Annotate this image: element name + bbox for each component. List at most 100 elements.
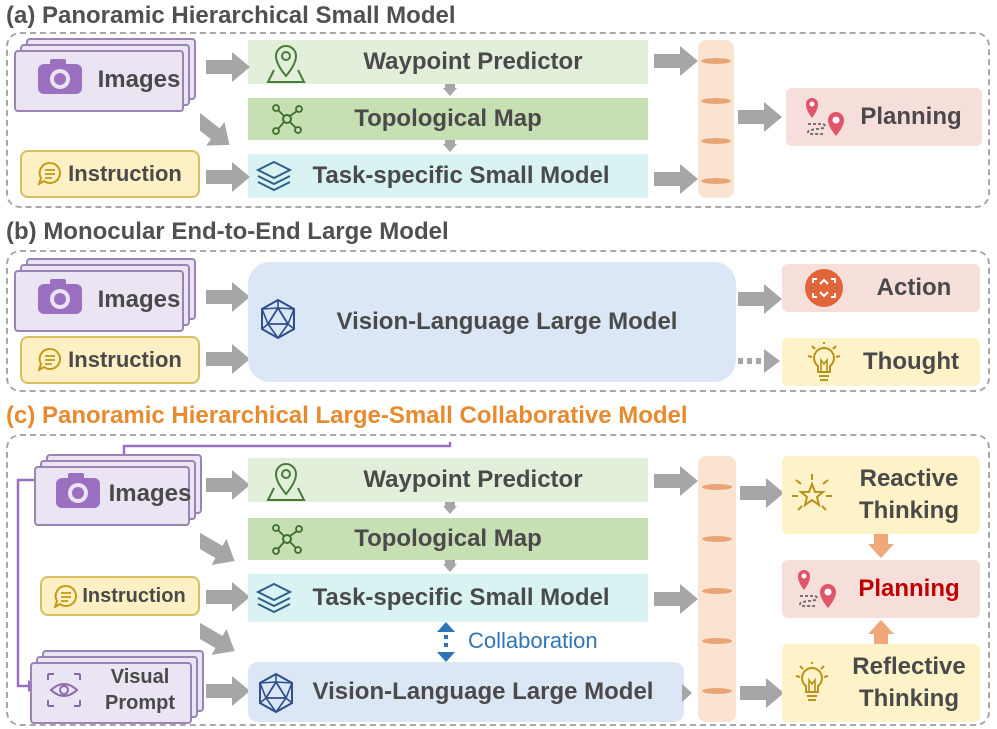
network-icon: [272, 104, 303, 135]
arrow-right: [206, 282, 250, 312]
images-label-c: Images: [108, 480, 192, 507]
arrow-right: [740, 478, 784, 508]
arrow-right: [738, 284, 782, 314]
task-small-model-c: Task-specific Small Model: [248, 574, 648, 622]
vlm-label-c: Vision-Language Large Model: [312, 678, 654, 705]
waypoint-predictor-a: Waypoint Predictor: [248, 40, 648, 84]
arrow-diagonal: [200, 526, 243, 572]
task-label-a: Task-specific Small Model: [312, 162, 610, 189]
arrow-dotted-right: [738, 349, 780, 373]
reflective-line1: Reflective: [852, 653, 966, 680]
arrow-right: [654, 46, 698, 76]
reactive-line1: Reactive: [859, 465, 959, 492]
camera-icon: [38, 59, 82, 94]
polyhedron-icon: [259, 673, 293, 713]
arrow-up: [868, 620, 894, 644]
reflective-thinking-box: Reflective Thinking: [782, 644, 980, 722]
arrow-right: [206, 582, 250, 612]
chat-icon: [54, 584, 78, 608]
section-a-panel: [6, 32, 990, 208]
chat-icon: [38, 161, 62, 185]
images-stack-b: Images: [14, 258, 196, 332]
task-label-c: Task-specific Small Model: [312, 584, 610, 611]
reactive-line2: Thinking: [859, 497, 959, 524]
thought-box-b: Thought: [782, 338, 980, 386]
arrow-right-small: [682, 684, 692, 702]
camera-icon: [56, 473, 100, 508]
visual-prompt-line1: Visual: [110, 666, 170, 688]
section-b-panel: [6, 250, 990, 392]
instruction-box-c: Instruction: [40, 576, 200, 616]
instruction-label-a: Instruction: [68, 161, 182, 186]
lightbulb-icon: [807, 342, 841, 381]
reflective-line2: Thinking: [859, 685, 959, 712]
arrow-right: [206, 344, 250, 374]
token-column-c: [698, 456, 736, 722]
token-column-a: [698, 40, 734, 198]
vlm-box-c: Vision-Language Large Model: [248, 662, 684, 722]
topological-map-a: Topological Map: [248, 98, 648, 140]
section-a-title: (a) Panoramic Hierarchical Small Model: [6, 2, 456, 29]
layers-icon: [257, 161, 291, 191]
instruction-box-b: Instruction: [20, 336, 200, 384]
arrow-right: [206, 676, 250, 706]
vlm-label-b: Vision-Language Large Model: [336, 308, 678, 335]
camera-icon: [38, 279, 82, 314]
arrow-right: [654, 466, 698, 496]
planning-box-c: Planning: [782, 560, 980, 618]
map-pin-icon: [267, 45, 305, 83]
layers-icon: [257, 583, 291, 613]
waypoint-predictor-c: Waypoint Predictor: [248, 458, 648, 502]
arrow-right: [740, 678, 784, 708]
images-label-b: Images: [97, 286, 181, 313]
planning-label-a: Planning: [860, 103, 962, 130]
images-label-a: Images: [97, 66, 181, 93]
planning-label-c: Planning: [858, 575, 960, 602]
instruction-label-b: Instruction: [68, 347, 182, 372]
vlm-box-b: Vision-Language Large Model: [248, 262, 736, 382]
polyhedron-icon: [261, 299, 295, 339]
network-icon: [272, 524, 303, 555]
arrow-right: [206, 162, 250, 192]
down-arrow: [443, 502, 457, 514]
down-arrow: [443, 140, 457, 152]
action-label-b: Action: [876, 274, 952, 301]
task-small-model-a: Task-specific Small Model: [248, 154, 648, 198]
visual-prompt-stack: Visual Prompt: [30, 650, 204, 724]
action-icon: [804, 268, 844, 308]
reactive-thinking-box: Reactive Thinking: [782, 456, 980, 534]
arrow-right: [654, 584, 698, 614]
star-burst-icon: [792, 474, 832, 511]
arrow-right: [206, 470, 250, 500]
images-stack-c: Images: [34, 454, 202, 526]
planning-box-a: Planning: [786, 88, 982, 146]
topo-label-a: Topological Map: [354, 105, 542, 132]
action-box-b: Action: [782, 264, 980, 312]
thought-label-b: Thought: [863, 348, 959, 375]
lightbulb-icon: [795, 662, 829, 701]
instruction-label-c: Instruction: [82, 584, 186, 607]
section-b-title: (b) Monocular End-to-End Large Model: [6, 218, 449, 245]
arrow-diagonal: [200, 616, 243, 662]
images-stack-a: Images: [14, 38, 196, 112]
arrow-diagonal: [200, 106, 239, 152]
arrow-down: [868, 534, 894, 558]
collaboration-label: Collaboration: [468, 628, 598, 653]
route-icon: [797, 569, 837, 609]
topological-map-c: Topological Map: [248, 518, 648, 560]
map-pin-icon: [267, 463, 305, 501]
route-icon: [805, 97, 845, 137]
down-arrow: [443, 84, 457, 96]
section-c-title: (c) Panoramic Hierarchical Large-Small C…: [6, 402, 688, 429]
instruction-box-a: Instruction: [20, 150, 200, 198]
chat-icon: [38, 347, 62, 371]
arrow-right: [654, 164, 698, 194]
waypoint-label-c: Waypoint Predictor: [363, 466, 583, 493]
topo-label-c: Topological Map: [354, 525, 542, 552]
arrow-right: [738, 102, 782, 132]
arrow-right: [206, 52, 250, 82]
section-c-panel: [6, 434, 990, 726]
waypoint-label-a: Waypoint Predictor: [363, 48, 583, 75]
collaboration-arrow-icon: [437, 622, 455, 662]
down-arrow: [443, 560, 457, 572]
